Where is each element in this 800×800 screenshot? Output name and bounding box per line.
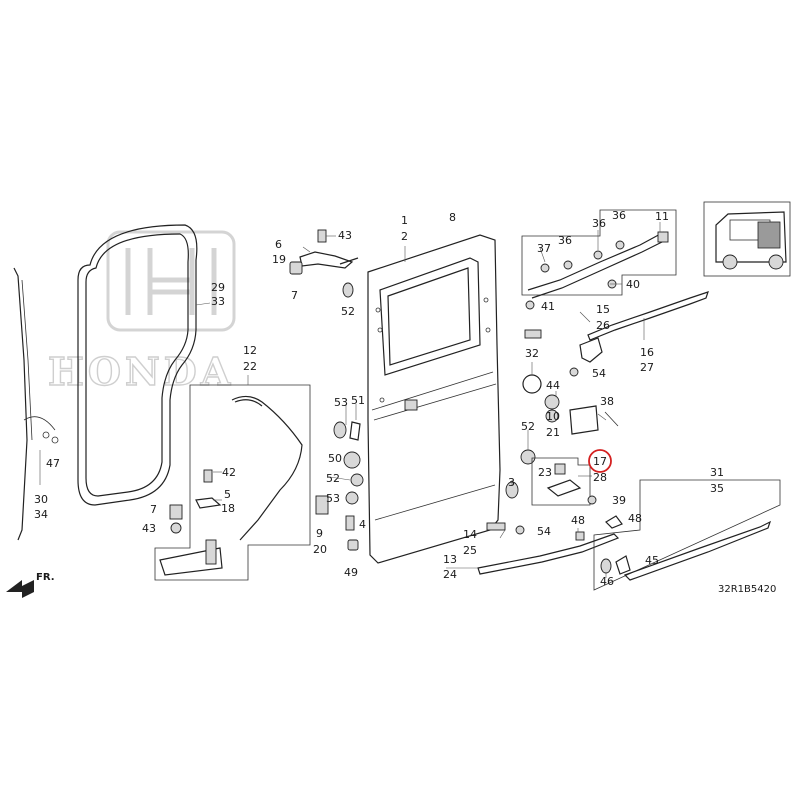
callout-31: 31 (710, 466, 724, 479)
callout-36b: 36 (592, 217, 606, 230)
door-weatherstrip (77, 224, 198, 506)
callout-8: 8 (449, 211, 456, 224)
callout-15: 15 (596, 303, 610, 316)
callout-12: 12 (243, 344, 257, 357)
callout-36c: 36 (612, 209, 626, 222)
callout-42: 42 (222, 466, 236, 479)
callout-44: 44 (546, 379, 560, 392)
callout-2: 2 (401, 230, 408, 243)
callout-27: 27 (640, 361, 654, 374)
sliding-door-panel (367, 234, 501, 564)
callout-21: 21 (546, 426, 560, 439)
callout-19: 19 (272, 253, 286, 266)
upper-rail-group (521, 209, 677, 310)
callout-7b: 7 (150, 503, 157, 516)
callout-4: 4 (359, 518, 366, 531)
callout-43b: 43 (142, 522, 156, 535)
callout-43: 43 (338, 229, 352, 242)
callout-47: 47 (46, 457, 60, 470)
callout-39: 39 (612, 494, 626, 507)
callout-1: 1 (401, 214, 408, 227)
callout-18: 18 (221, 502, 235, 515)
side-garnish-group (593, 479, 781, 591)
callout-41: 41 (541, 300, 555, 313)
front-direction-arrow (6, 580, 34, 598)
center-roller-assembly (520, 329, 619, 465)
callout-6: 6 (275, 238, 282, 251)
callout-26: 26 (596, 319, 610, 332)
callout-37: 37 (537, 242, 551, 255)
callout-25: 25 (463, 544, 477, 557)
callout-23: 23 (538, 466, 552, 479)
door-fasteners (315, 282, 364, 551)
callout-40: 40 (626, 278, 640, 291)
callout-49: 49 (344, 566, 358, 579)
callout-22: 22 (243, 360, 257, 373)
callout-53b: 53 (326, 492, 340, 505)
vehicle-location-inset (703, 201, 791, 277)
callout-50: 50 (328, 452, 342, 465)
callout-36a: 36 (558, 234, 572, 247)
callout-14: 14 (463, 528, 477, 541)
front-label: FR. (36, 572, 55, 583)
callout-13: 13 (443, 553, 457, 566)
callout-24: 24 (443, 568, 457, 581)
callout-35: 35 (710, 482, 724, 495)
highlight-circle (588, 449, 612, 473)
callout-52c: 52 (521, 420, 535, 433)
callout-38: 38 (600, 395, 614, 408)
callout-32: 32 (525, 347, 539, 360)
diagram-code: 32R1B5420 (718, 584, 776, 595)
callout-7: 7 (291, 289, 298, 302)
callout-labels: 1 2 8 6 19 43 7 52 29 33 12 22 47 30 34 … (34, 209, 724, 588)
lower-rail-group (477, 481, 623, 575)
center-rail (569, 291, 709, 377)
callout-54b: 54 (537, 525, 551, 538)
door-cable-group (154, 384, 311, 581)
callout-45: 45 (645, 554, 659, 567)
callout-53: 53 (334, 396, 348, 409)
callout-52b: 52 (326, 472, 340, 485)
upper-hinge-bracket (289, 229, 359, 275)
callout-17: 17 (593, 455, 607, 468)
callout-51: 51 (351, 394, 365, 407)
callout-3: 3 (508, 476, 515, 489)
callout-9: 9 (316, 527, 323, 540)
callout-10: 10 (546, 410, 560, 423)
callout-29: 29 (211, 281, 225, 294)
callout-20: 20 (313, 543, 327, 556)
callout-16: 16 (640, 346, 654, 359)
callout-48a: 48 (571, 514, 585, 527)
callout-28: 28 (593, 471, 607, 484)
leader-lines (39, 222, 661, 578)
callout-52: 52 (341, 305, 355, 318)
callout-54: 54 (592, 367, 606, 380)
callout-48b: 48 (628, 512, 642, 525)
callout-46: 46 (600, 575, 614, 588)
callout-11: 11 (655, 210, 669, 223)
callout-33: 33 (211, 295, 225, 308)
door-edge-strip (13, 267, 59, 541)
callout-5: 5 (224, 488, 231, 501)
watermark-text: HONDA (48, 349, 234, 394)
callout-34: 34 (34, 508, 48, 521)
honda-watermark: HONDA (47, 230, 236, 395)
callout-30: 30 (34, 493, 48, 506)
